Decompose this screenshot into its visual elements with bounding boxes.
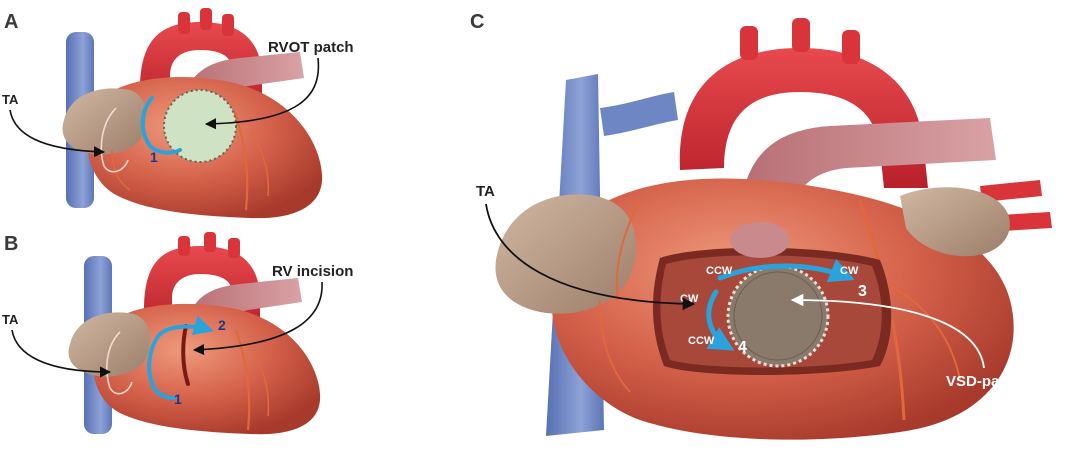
panel-a-letter: A xyxy=(4,11,18,33)
rv-incision xyxy=(181,324,190,386)
ta-pointer-arrow xyxy=(9,109,106,158)
ta-label: TA xyxy=(2,312,19,327)
coronary-vessel xyxy=(249,129,270,197)
panel-a: A 1 TA RVOT patch xyxy=(2,8,354,219)
panel-b: B 1 2 TA RV incision xyxy=(2,232,353,435)
suture-line xyxy=(158,315,214,336)
suture-line xyxy=(706,289,735,351)
step-number: 3 xyxy=(858,283,867,300)
right-atrium xyxy=(68,312,150,377)
coronary-vessel xyxy=(615,199,641,301)
step-number: 4 xyxy=(738,339,747,356)
aorta-branch xyxy=(222,14,234,36)
rvot-patch xyxy=(163,89,237,163)
rvot-patch-label: RVOT patch xyxy=(268,39,354,56)
panel-b-letter: B xyxy=(4,233,18,255)
pulmonary-vein xyxy=(980,180,1042,202)
coronary-vessel xyxy=(599,299,631,393)
step-number: 1 xyxy=(174,391,182,407)
suture-line xyxy=(147,332,176,400)
aorta-branch xyxy=(178,12,190,34)
aorta-branch xyxy=(740,26,758,60)
left-atrial-appendage xyxy=(900,187,1010,257)
aorta-branch xyxy=(228,238,240,258)
incision-pointer-arrow xyxy=(192,281,323,356)
aorta xyxy=(140,22,262,110)
aorta xyxy=(679,48,928,188)
vena-branch xyxy=(600,92,678,136)
vsd-patch-ring xyxy=(733,271,823,361)
coronary-vessel xyxy=(879,279,961,381)
panel-c-letter: C xyxy=(470,11,484,33)
panel-c: C CCW CW xyxy=(470,11,1052,440)
aorta xyxy=(144,246,260,330)
right-atrium xyxy=(62,88,146,155)
aorta-branch xyxy=(178,236,190,256)
ta-loop xyxy=(106,331,133,395)
ta-label: TA xyxy=(476,183,495,200)
suture-line xyxy=(717,258,855,283)
aorta-branch xyxy=(842,30,860,64)
right-atrium xyxy=(495,194,637,314)
step-number: 1 xyxy=(150,149,158,165)
step-number: 2 xyxy=(218,317,226,333)
aorta-branch xyxy=(200,8,212,30)
direction-label: CW xyxy=(840,265,859,277)
suture-line xyxy=(140,96,182,155)
ta-label: TA xyxy=(2,92,19,107)
rv-incision-label: RV incision xyxy=(272,263,353,280)
vsd-patch-label: VSD-patch xyxy=(946,373,1022,390)
vsd-pointer-arrow xyxy=(790,293,985,369)
direction-label: CCW xyxy=(688,335,715,347)
patch-pointer-arrow xyxy=(204,57,320,130)
coronary-vessel xyxy=(232,109,249,211)
coronary-vessel xyxy=(111,149,131,191)
ta-pointer-arrow xyxy=(11,329,112,378)
coronary-vessel xyxy=(234,329,251,431)
aorta-branch xyxy=(792,18,810,52)
pulmonary-valve xyxy=(730,222,790,258)
aorta-branch xyxy=(204,232,216,252)
ta-loop xyxy=(100,107,129,173)
direction-label: CCW xyxy=(706,265,733,277)
coronary-vessel xyxy=(251,349,270,417)
pulmonary-trunk xyxy=(740,118,996,230)
ta-pointer-arrow xyxy=(485,203,696,311)
